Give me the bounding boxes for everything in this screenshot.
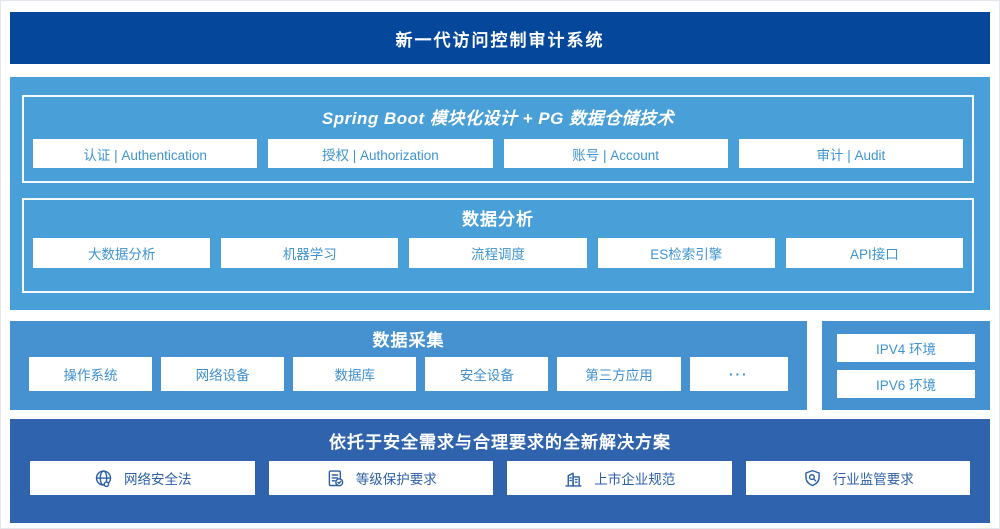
requirement-label: 行业监管要求 [832, 472, 914, 487]
spring-boot-section: Spring Boot 模块化设计 + PG 数据仓储技术 认证 | Authe… [22, 95, 974, 183]
solution-title: 依托于安全需求与合理要求的全新解决方案 [329, 433, 671, 452]
globe-icon [93, 468, 114, 489]
network-environment-panel: IPV4 环境 IPV6 环境 [822, 321, 990, 410]
module-audit: 审计 | Audit [738, 139, 963, 168]
source-third-party-app: 第三方应用 [557, 357, 681, 391]
env-ipv4: IPV4 环境 [837, 333, 975, 362]
building-icon [563, 468, 584, 489]
diagram-title: 新一代访问控制审计系统 [395, 30, 605, 50]
requirement-listed-company: 上市企业规范 [507, 461, 732, 495]
env-ipv6: IPV6 环境 [837, 369, 975, 398]
requirement-label: 等级保护要求 [355, 472, 437, 487]
source-more-ellipsis: ··· [689, 357, 789, 391]
solution-cells: 网络安全法 等级保护要求 [10, 461, 990, 495]
data-analysis-section: 数据分析 大数据分析 机器学习 流程调度 ES检索引擎 API接口 [22, 198, 974, 293]
data-collection-cells: 操作系统 网络设备 数据库 安全设备 第三方应用 ··· [10, 357, 807, 391]
spring-boot-cells: 认证 | Authentication 授权 | Authorization 账… [24, 139, 972, 168]
requirement-industry-regulation: 行业监管要求 [745, 461, 970, 495]
source-security-device: 安全设备 [425, 357, 549, 391]
requirement-label: 上市企业规范 [594, 472, 676, 487]
solution-panel: 依托于安全需求与合理要求的全新解决方案 网络安全法 [10, 419, 990, 523]
module-api: API接口 [785, 238, 964, 268]
module-es-search-engine: ES检索引擎 [597, 238, 775, 268]
requirement-cybersecurity-law: 网络安全法 [30, 461, 255, 495]
requirement-classified-protection: 等级保护要求 [268, 461, 493, 495]
data-analysis-title: 数据分析 [462, 210, 534, 229]
spring-boot-section-title: Spring Boot 模块化设计 + PG 数据仓储技术 [321, 109, 675, 128]
source-operating-system: 操作系统 [29, 357, 153, 391]
platform-panel: Spring Boot 模块化设计 + PG 数据仓储技术 认证 | Authe… [10, 77, 990, 310]
module-bigdata-analysis: 大数据分析 [33, 238, 211, 268]
module-workflow-scheduling: 流程调度 [409, 238, 587, 268]
module-account: 账号 | Account [503, 139, 728, 168]
module-authentication: 认证 | Authentication [33, 139, 258, 168]
shield-search-icon [802, 468, 823, 489]
data-collection-title: 数据采集 [372, 331, 445, 350]
data-collection-panel: 数据采集 操作系统 网络设备 数据库 安全设备 第三方应用 ··· [10, 321, 807, 410]
requirement-label: 网络安全法 [124, 472, 192, 487]
source-network-device: 网络设备 [161, 357, 285, 391]
module-authorization: 授权 | Authorization [268, 139, 493, 168]
source-database: 数据库 [293, 357, 417, 391]
module-machine-learning: 机器学习 [221, 238, 399, 268]
document-check-icon [325, 468, 346, 489]
top-banner: 新一代访问控制审计系统 [10, 12, 990, 64]
data-analysis-cells: 大数据分析 机器学习 流程调度 ES检索引擎 API接口 [24, 238, 972, 268]
